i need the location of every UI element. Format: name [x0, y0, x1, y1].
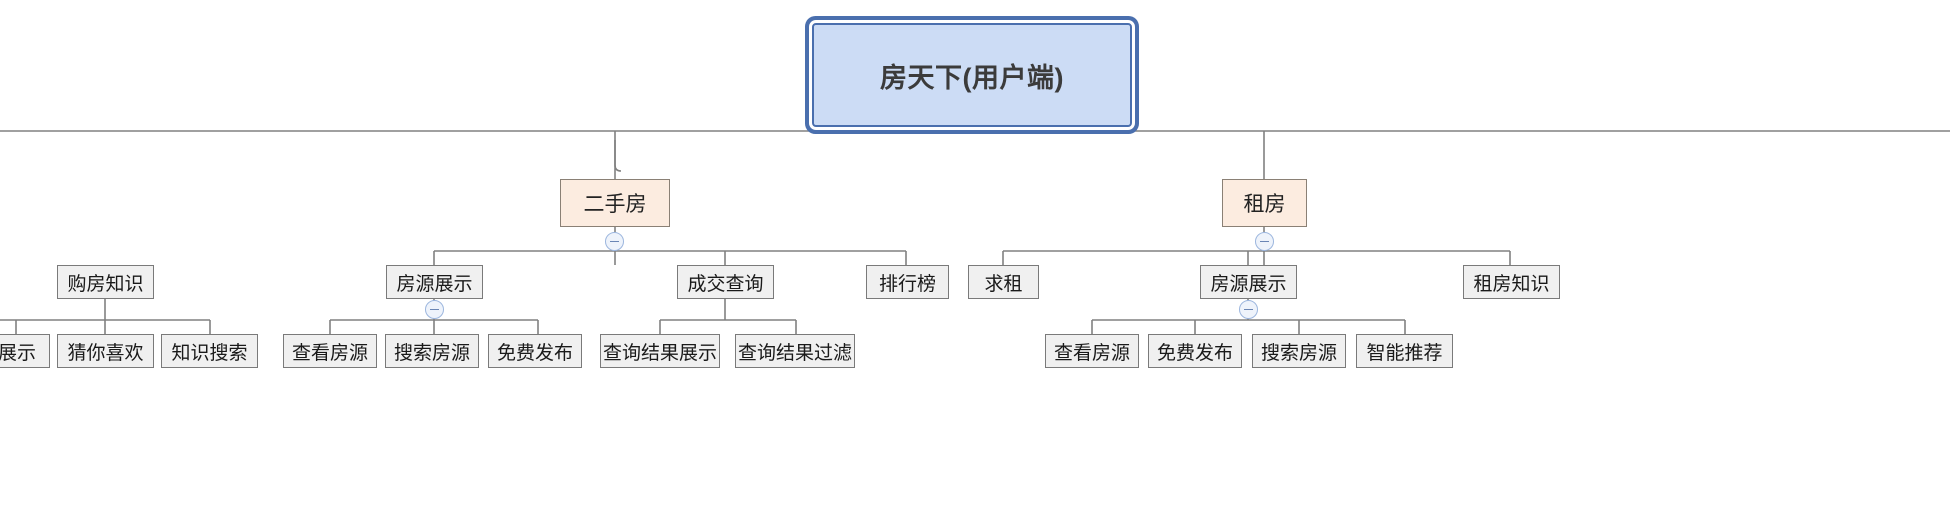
node-zufang-chakanfangyuan[interactable]: 查看房源 — [1045, 334, 1139, 368]
node-ershou-fangyuanzhanshi[interactable]: 房源展示 — [386, 265, 483, 299]
node-paihangbang-label: 排行榜 — [878, 273, 936, 295]
node-cainixihuan-label: 猜你喜欢 — [67, 342, 144, 364]
node-ershou-sousuofangyuan-label: 搜索房源 — [393, 342, 470, 364]
node-zhishisousuo-label: 知识搜索 — [171, 342, 248, 364]
node-zufang-chakanfangyuan-label: 查看房源 — [1053, 342, 1130, 364]
collapse-toggle-zufang[interactable] — [1255, 232, 1274, 251]
node-chaxunjieguoguolv[interactable]: 查询结果过滤 — [735, 334, 855, 368]
node-zufang-sousuofangyuan-label: 搜索房源 — [1260, 342, 1337, 364]
node-qiuzu[interactable]: 求租 — [968, 265, 1039, 299]
node-zufang-label: 租房 — [1243, 193, 1286, 216]
collapse-toggle-ershoufang[interactable] — [605, 232, 624, 251]
node-ershou-fangyuanzhanshi-label: 房源展示 — [396, 273, 473, 295]
collapse-toggle-zufang-fangyuanzhanshi[interactable] — [1239, 300, 1258, 319]
node-goufangzhishi-label: 购房知识 — [67, 273, 144, 295]
root-node-fangtianxia[interactable]: 房天下(用户端) — [812, 23, 1132, 127]
node-zhinengtuijian-label: 智能推荐 — [1366, 342, 1443, 364]
minus-icon — [1244, 308, 1253, 311]
node-cainixihuan[interactable]: 猜你喜欢 — [57, 334, 154, 368]
minus-icon — [610, 240, 619, 243]
node-ershoufang-label: 二手房 — [583, 193, 647, 216]
node-zufang[interactable]: 租房 — [1222, 179, 1307, 227]
node-chaxunjieguozhanshi[interactable]: 查询结果展示 — [600, 334, 720, 368]
node-ershou-sousuofangyuan[interactable]: 搜索房源 — [385, 334, 479, 368]
node-ershoufang[interactable]: 二手房 — [560, 179, 670, 227]
node-paihangbang[interactable]: 排行榜 — [866, 265, 949, 299]
node-zufang-fangyuanzhanshi-label: 房源展示 — [1210, 273, 1287, 295]
node-zhinengtuijian[interactable]: 智能推荐 — [1356, 334, 1453, 368]
node-qiuzu-label: 求租 — [984, 273, 1023, 295]
root-node-label: 房天下(用户端) — [880, 62, 1064, 93]
node-ershou-chakanfangyuan[interactable]: 查看房源 — [283, 334, 377, 368]
node-zhanshi-clipped[interactable]: 展示 — [0, 334, 50, 368]
node-chaxunjieguozhanshi-label: 查询结果展示 — [602, 342, 717, 364]
node-ershou-mianfeifabu[interactable]: 免费发布 — [488, 334, 582, 368]
node-zufangzhishi-label: 租房知识 — [1473, 273, 1550, 295]
collapse-toggle-ershou-fangyuanzhanshi[interactable] — [425, 300, 444, 319]
node-zufang-fangyuanzhanshi[interactable]: 房源展示 — [1200, 265, 1297, 299]
node-zufang-sousuofangyuan[interactable]: 搜索房源 — [1252, 334, 1346, 368]
node-ershou-chakanfangyuan-label: 查看房源 — [291, 342, 368, 364]
node-zufangzhishi[interactable]: 租房知识 — [1463, 265, 1560, 299]
node-chaxunjieguoguolv-label: 查询结果过滤 — [737, 342, 852, 364]
node-zhishisousuo[interactable]: 知识搜索 — [161, 334, 258, 368]
node-goufangzhishi[interactable]: 购房知识 — [57, 265, 154, 299]
node-chengjiaochaxun-label: 成交查询 — [687, 273, 764, 295]
minus-icon — [430, 308, 439, 311]
node-zhanshi-clipped-label: 展示 — [0, 342, 36, 364]
node-zufang-mianfeifabu-label: 免费发布 — [1156, 342, 1233, 364]
minus-icon — [1260, 240, 1269, 243]
node-ershou-mianfeifabu-label: 免费发布 — [496, 342, 573, 364]
node-chengjiaochaxun[interactable]: 成交查询 — [677, 265, 774, 299]
node-zufang-mianfeifabu[interactable]: 免费发布 — [1148, 334, 1242, 368]
